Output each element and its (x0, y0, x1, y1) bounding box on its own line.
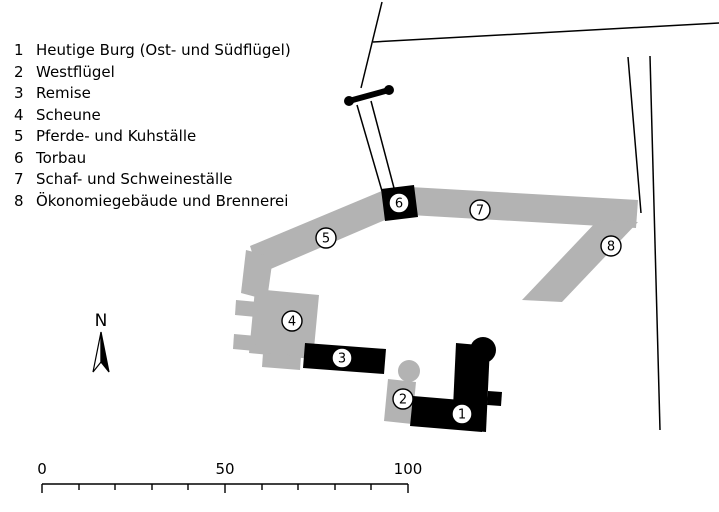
north-label: N (95, 311, 108, 331)
building-4-south-annex (262, 353, 301, 370)
legend-label: Schaf- und Schweineställe (36, 170, 233, 188)
marker-circle (600, 235, 622, 257)
scale-label-50: 50 (215, 460, 234, 478)
building-4-left-annex-bottom (233, 334, 256, 351)
north-arrow-icon (92, 331, 102, 373)
legend-row: 4 Scheune (14, 105, 291, 127)
driveway-left-line (356, 104, 383, 192)
gray-buildings (233, 187, 638, 424)
marker-1: 1 (451, 403, 473, 425)
marker-label: 5 (322, 232, 330, 247)
building-1-east-annex (487, 391, 502, 406)
main-road-line (372, 22, 719, 43)
marker-3: 3 (331, 347, 353, 369)
gate-bar (348, 87, 390, 104)
legend-label: Torbau (36, 148, 87, 167)
building-4-left-annex-top (235, 300, 258, 317)
legend-number: 3 (14, 84, 24, 102)
marker-circle (315, 227, 337, 249)
marker-circle (281, 310, 303, 332)
legend-label: Remise (36, 84, 91, 102)
east-road-west-line (627, 56, 642, 214)
legend-label: Westflügel (36, 62, 115, 81)
building-5-west-wing-shape (241, 250, 273, 300)
building-7-sties-shape (410, 187, 638, 228)
east-road-east-line (649, 55, 661, 431)
north-arrow-icon-dark-half (100, 331, 110, 373)
gate-icon (344, 85, 394, 106)
legend-number: 6 (14, 148, 24, 167)
legend-number: 7 (14, 170, 24, 188)
legend-row: 2 Westflügel (14, 62, 291, 84)
legend-number: 8 (14, 191, 24, 210)
building-8-economy-shape (522, 220, 638, 302)
roads (356, 1, 719, 431)
scale-label-0: 0 (37, 460, 47, 478)
legend-label: Ökonomiegebäude und Brennerei (36, 191, 289, 210)
black-buildings (303, 185, 502, 432)
legend-number: 2 (14, 62, 24, 81)
legend-label: Heutige Burg (Ost- und Südflügel) (36, 41, 291, 59)
marker-5: 5 (315, 227, 337, 249)
marker-circle (388, 192, 410, 214)
marker-label: 7 (476, 204, 484, 219)
legend-row: 8 Ökonomiegebäude und Brennerei (14, 191, 291, 213)
marker-circle (451, 403, 473, 425)
marker-7: 7 (469, 199, 491, 221)
marker-label: 3 (338, 352, 346, 367)
legend-number: 4 (14, 105, 24, 124)
building-markers: 1 2 3 4 5 6 7 (281, 192, 622, 425)
marker-circle (392, 388, 414, 410)
marker-label: 1 (458, 408, 466, 423)
marker-8: 8 (600, 235, 622, 257)
gate-post-left (344, 96, 354, 106)
legend: 1 Heutige Burg (Ost- und Südflügel) 2 We… (14, 40, 291, 212)
legend-label: Pferde- und Kuhställe (36, 127, 197, 145)
driveway-right-line (370, 100, 395, 189)
legend-row: 7 Schaf- und Schweineställe (14, 169, 291, 191)
gate-post-right (384, 85, 394, 95)
marker-2: 2 (392, 388, 414, 410)
north-arrow: N (92, 311, 110, 373)
scale-label-100: 100 (394, 460, 423, 478)
marker-label: 2 (399, 393, 407, 408)
legend-number: 5 (14, 127, 24, 145)
legend-row: 5 Pferde- und Kuhställe (14, 126, 291, 148)
legend-row: 3 Remise (14, 83, 291, 105)
building-1-tower-shape (470, 337, 496, 363)
legend-number: 1 (14, 41, 24, 59)
entrance-road-line (360, 1, 383, 89)
marker-label: 6 (395, 197, 403, 212)
marker-circle (331, 347, 353, 369)
legend-row: 6 Torbau (14, 148, 291, 170)
building-2-tower-shape (398, 360, 420, 382)
marker-label: 4 (288, 315, 296, 330)
scale-bar: 0 50 100 (37, 460, 422, 493)
marker-circle (469, 199, 491, 221)
building-1-south-wing-shape (410, 396, 485, 432)
marker-label: 8 (607, 240, 615, 255)
legend-row: 1 Heutige Burg (Ost- und Südflügel) (14, 40, 291, 62)
marker-4: 4 (281, 310, 303, 332)
legend-label: Scheune (36, 105, 101, 124)
marker-6: 6 (388, 192, 410, 214)
